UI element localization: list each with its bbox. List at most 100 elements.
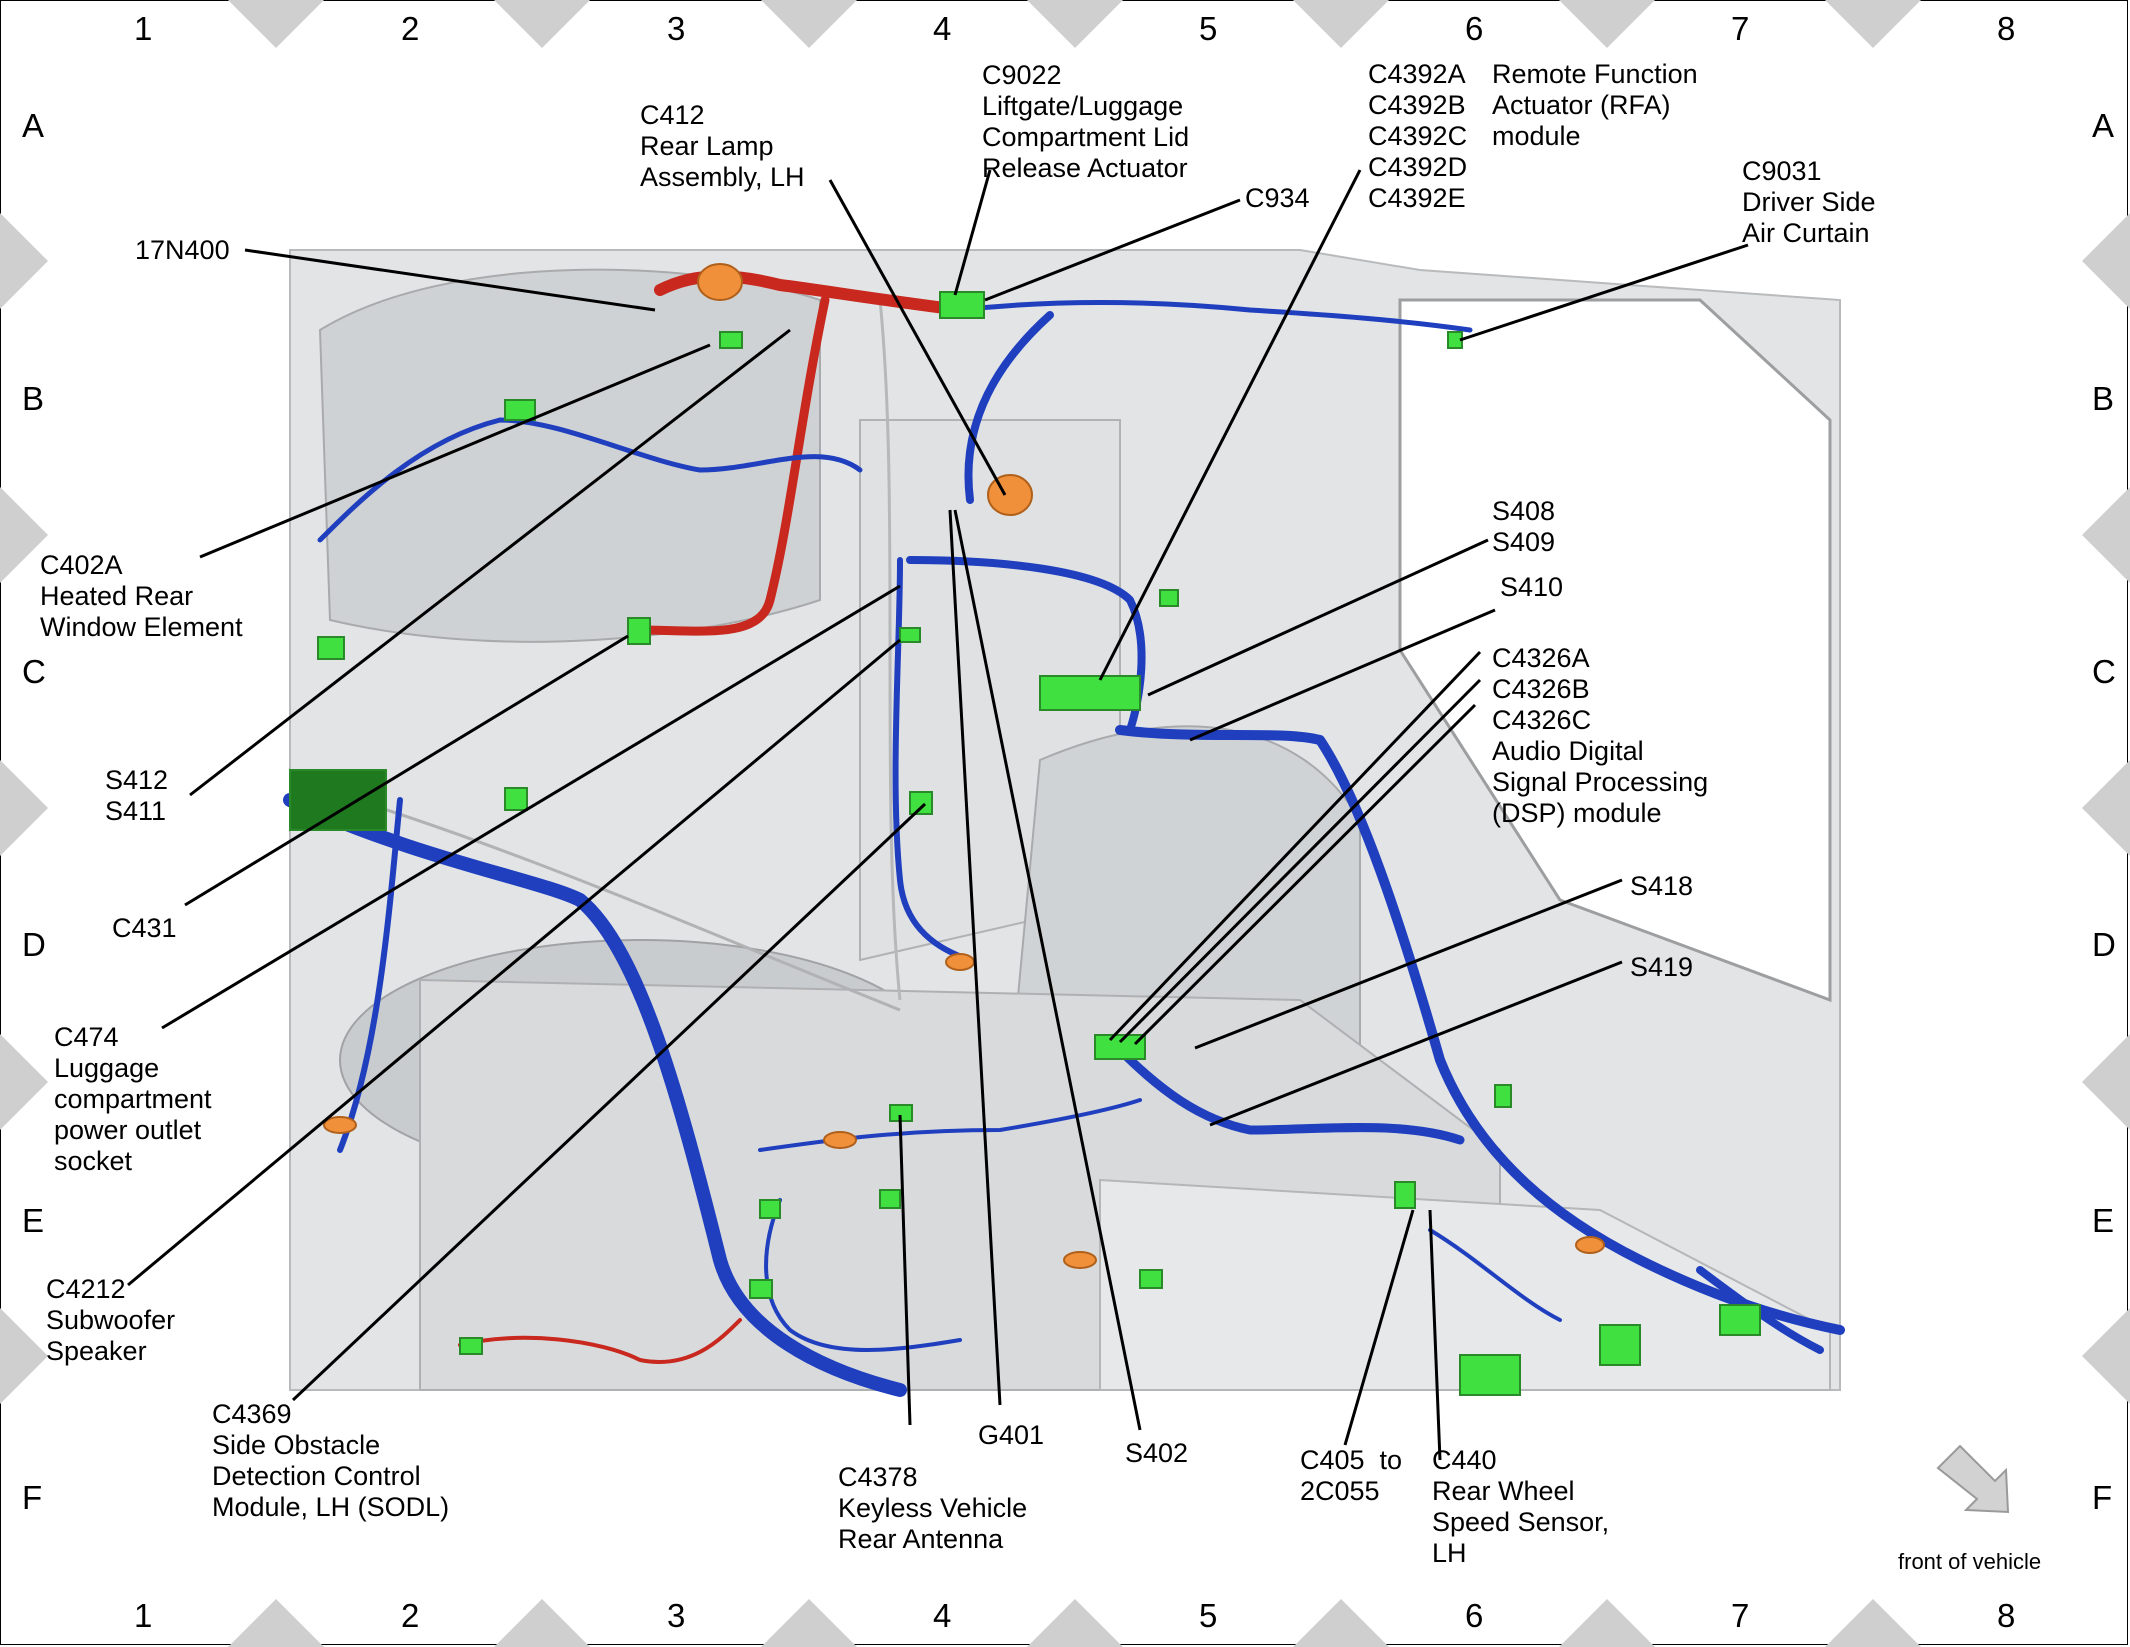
grid-col-top-6: 6 [1465,10,1484,47]
diamond-right-0 [2082,213,2130,309]
callout-c405: C405 to 2C055 [1300,1445,1403,1506]
callout-c9031: C9031 Driver Side Air Curtain [1742,156,1876,248]
callout-c9022: C9022 Liftgate/Luggage Compartment Lid R… [982,60,1190,183]
diamond-left-2 [0,760,48,856]
grid-col-top-1: 1 [134,10,153,47]
callout-c4392-ids: C4392A C4392B C4392C C4392D C4392E [1368,59,1468,213]
connector-lower-right-3 [1719,1304,1761,1336]
diamond-bottom-3 [1027,1599,1123,1647]
grid-row-left-A: A [22,107,45,144]
diamond-left-4 [0,1308,48,1404]
grid-row-right-E: E [2092,1202,2115,1239]
connector-c9031 [1447,331,1463,349]
grid-col-bottom-5: 5 [1199,1597,1218,1634]
callout-s408-s409: S408 S409 [1492,496,1556,557]
connector-bottom-4 [879,1189,901,1209]
grid-col-bottom-3: 3 [667,1597,686,1634]
grid-row-left-F: F [22,1479,43,1516]
callout-s410: S410 [1500,572,1564,602]
connector-bottom-3 [759,1199,781,1219]
connector-c4212 [909,791,933,815]
callout-c474: C474 Luggage compartment power outlet so… [54,1022,212,1176]
connector-bottom-1 [749,1279,773,1299]
connector-bottom-2 [1139,1269,1163,1289]
diamond-bottom-2 [761,1599,857,1647]
diamond-bottom-5 [1559,1599,1655,1647]
callout-s418: S418 [1630,871,1694,901]
front-of-vehicle-label: front of vehicle [1898,1549,2042,1574]
connector-s411 [719,331,743,349]
leader-lines [127,169,1749,1461]
connector-red-end [459,1337,483,1355]
diamond-right-4 [2082,1308,2130,1404]
callout-c402a: C402A Heated Rear Window Element [40,550,243,642]
grid-col-bottom-2: 2 [401,1597,420,1634]
grid-col-top-7: 7 [1731,10,1750,47]
diamond-top-1 [494,0,590,48]
module-left [289,769,387,831]
grid-row-right-D: D [2092,926,2116,963]
grid-row-right-A: A [2092,107,2115,144]
connector-mid-1 [1159,589,1179,607]
connector-lower-right [1459,1354,1521,1396]
diamond-bottom-0 [228,1599,324,1647]
diamond-top-3 [1027,0,1123,48]
grid-row-right-C: C [2092,653,2116,690]
grid-col-bottom-7: 7 [1731,1597,1750,1634]
diamond-bottom-4 [1293,1599,1389,1647]
diamond-right-1 [2082,487,2130,583]
connector-left-2 [504,787,528,811]
connector-c4326 [1094,1034,1146,1060]
connector-orange-right [1575,1236,1605,1254]
callout-s402: S402 [1125,1438,1189,1468]
grid-col-top-5: 5 [1199,10,1218,47]
callout-c4392-desc: Remote Function Actuator (RFA) module [1492,59,1698,151]
connector-c412 [987,474,1033,516]
grid-col-top-3: 3 [667,10,686,47]
connector-c9022 [939,291,985,319]
diamond-bottom-6 [1825,1599,1921,1647]
callout-c440: C440 Rear Wheel Speed Sensor, LH [1432,1445,1610,1568]
diamond-top-2 [761,0,857,48]
callout-c4326: C4326A C4326B C4326C Audio Digital Signa… [1492,643,1709,828]
connector-orange-left [323,1116,357,1134]
diamond-top-0 [228,0,324,48]
connector-lower-right-2 [1599,1324,1641,1366]
connector-g401-area [945,953,975,971]
callout-s419: S419 [1630,952,1694,982]
connector-orange-bottom [823,1131,857,1149]
diamond-right-3 [2082,1034,2130,1130]
diamond-bottom-1 [494,1599,590,1647]
connector-c431 [627,617,651,645]
diamond-left-1 [0,487,48,583]
connector-right-1 [1494,1084,1512,1108]
callout-c412: C412 Rear Lamp Assembly, LH [640,100,805,192]
connector-orange-bottom-2 [1063,1251,1097,1269]
diamond-left-3 [0,1034,48,1130]
diamond-top-6 [1825,0,1921,48]
grid-row-right-B: B [2092,380,2115,417]
connector-c402a [504,399,536,421]
connectors [289,291,1761,1396]
diamond-left-0 [0,213,48,309]
callout-c431: C431 [112,913,177,943]
callout-c4378: C4378 Keyless Vehicle Rear Antenna [838,1462,1028,1554]
diamond-top-4 [1293,0,1389,48]
callout-c4369: C4369 Side Obstacle Detection Control Mo… [212,1399,450,1522]
grid-col-top-2: 2 [401,10,420,47]
grid-col-bottom-4: 4 [933,1597,952,1634]
grid-col-bottom-6: 6 [1465,1597,1484,1634]
diamond-top-5 [1559,0,1655,48]
front-arrow-icon [1936,1444,2010,1514]
callout-c4212: C4212 Subwoofer Speaker [46,1274,176,1366]
orange-connectors [323,263,1605,1269]
connector-c4392 [1039,675,1141,711]
diamond-right-2 [2082,760,2130,856]
callout-s412-s411: S412 S411 [105,765,169,826]
grid-row-left-D: D [22,926,46,963]
grid-col-top-8: 8 [1997,10,2016,47]
grid-row-left-B: B [22,380,45,417]
connector-c474 [899,627,921,643]
